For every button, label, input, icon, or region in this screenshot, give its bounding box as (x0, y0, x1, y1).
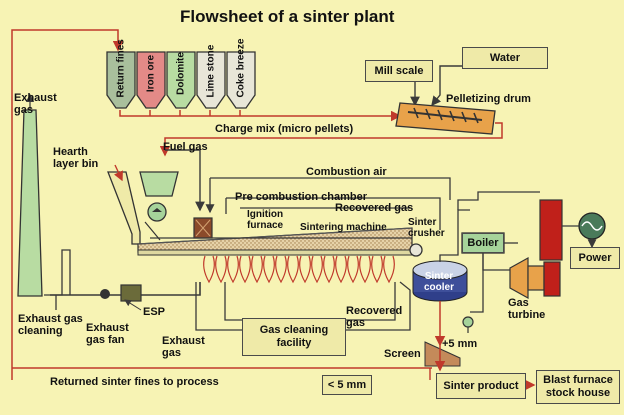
bin-label-dolomite: Dolomite (175, 52, 187, 95)
power-box: Power (570, 247, 620, 269)
sinter-crusher-label: Sinter crusher (408, 217, 445, 239)
sinter-product-box: Sinter product (436, 373, 526, 399)
combustion-air-label: Combustion air (306, 166, 387, 178)
pelletizing-drum-label: Pelletizing drum (446, 93, 531, 105)
gas-turbine-unit (509, 256, 529, 300)
exhaust-fan (100, 289, 110, 299)
plus-5mm-label: +5 mm (442, 338, 478, 350)
returned-fines-label: Returned sinter fines to process (50, 376, 219, 388)
sintering-machine-label: Sintering machine (300, 222, 387, 233)
wind-boxes (203, 255, 395, 284)
pre-combustion-chamber-label: Pre combustion chamber (235, 191, 368, 203)
blast-furnace-box: Blast furnace stock house (536, 370, 620, 404)
charge-hopper (139, 171, 179, 197)
gas-turbine-label: Gas turbine (508, 297, 546, 321)
gas-cleaning-facility-box: Gas cleaning facility (242, 318, 346, 356)
bin-label-coke-breeze: Coke breeze (235, 38, 247, 98)
fuel-gas-label: Fuel gas (163, 141, 208, 153)
bins-to-drum-line (119, 110, 402, 122)
exhaust-gas-fan-label: Exhaust gas fan (86, 322, 129, 346)
bin-label-limestone: Lime stone (205, 44, 217, 98)
ignition-furnace (193, 217, 213, 239)
generator-block (539, 199, 563, 261)
exhaust-gas-bottom-label: Exhaust gas (162, 335, 205, 359)
esp-label: ESP (143, 306, 166, 318)
recovered-gas-bottom-label: Recovered gas (346, 305, 403, 329)
exhaust-gas-cleaning-label: Exhaust gas cleaning (18, 313, 83, 337)
water-box: Water (462, 47, 548, 69)
hearth-layer-bin-label: Hearth layer bin (53, 146, 99, 170)
sinter-crusher (409, 243, 423, 257)
screen-unit (424, 341, 461, 367)
recovered-gas-top-label: Recovered gas (335, 202, 414, 214)
hearth-layer-bin (107, 171, 141, 245)
sinter-cooler (412, 260, 468, 302)
bin-label-return-fines: Return fines (115, 39, 127, 98)
bin-label-iron-ore: Iron ore (145, 54, 157, 93)
pelletizing-drum (395, 102, 496, 135)
sintering-machine (137, 227, 419, 256)
raw-material-bins (106, 51, 256, 109)
page-title: Flowsheet of a sinter plant (180, 7, 395, 26)
boiler-box: Boiler (462, 233, 504, 253)
return-fines-line (11, 29, 124, 380)
minus-5mm-box: < 5 mm (322, 375, 372, 395)
charge-mix-label: Charge mix (micro pellets) (215, 123, 354, 135)
exhaust-chimney (17, 109, 43, 297)
ignition-furnace-label: Ignition furnace (247, 209, 284, 231)
screen-label: Screen (384, 348, 421, 360)
mill-scale-box: Mill scale (365, 60, 433, 82)
sinter-cooler-label: Sinter cooler (423, 271, 454, 293)
exhaust-gas-top-label: Exhaust gas (14, 92, 57, 116)
esp-unit (120, 284, 142, 302)
